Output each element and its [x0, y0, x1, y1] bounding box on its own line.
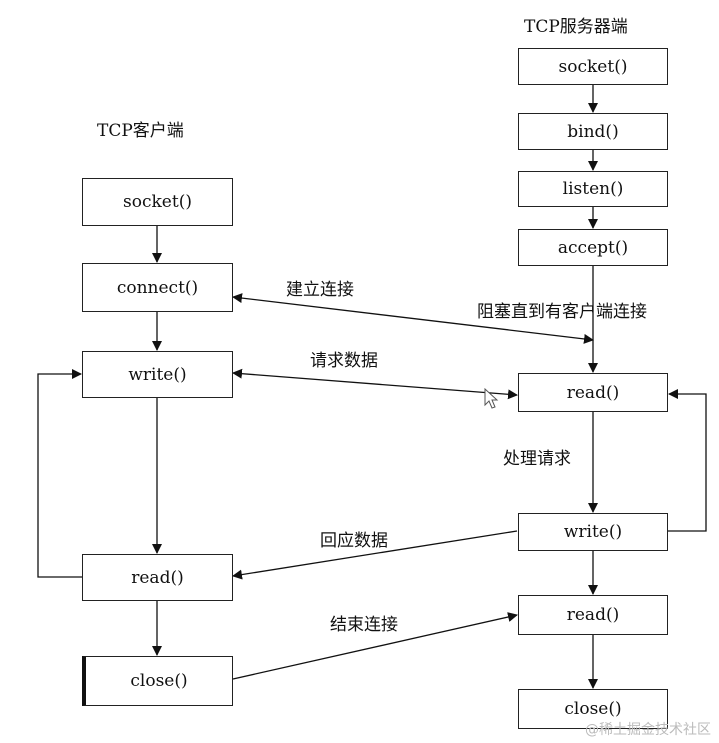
arrow-end-connection	[232, 612, 518, 680]
arrow-client-loop	[37, 369, 82, 578]
label-response-data: 回应数据	[320, 531, 388, 551]
label-end-connection: 结束连接	[330, 615, 398, 635]
server-socket-box: socket()	[518, 48, 668, 85]
client-read-box: read()	[82, 554, 233, 601]
label-request-data: 请求数据	[310, 351, 378, 371]
server-write-box: write()	[518, 513, 668, 551]
label-process-request: 处理请求	[503, 449, 571, 469]
server-read2-box: read()	[518, 595, 668, 635]
server-accept-box: accept()	[518, 229, 668, 266]
label-establish-connection: 建立连接	[286, 280, 354, 300]
server-close-box: close()	[518, 689, 668, 729]
arrow-server-loop	[667, 389, 707, 532]
client-write-box: write()	[82, 351, 233, 398]
watermark: @稀土掘金技术社区	[585, 722, 711, 738]
mouse-cursor-icon	[484, 388, 499, 409]
server-read-box: read()	[518, 373, 668, 412]
client-socket-box: socket()	[82, 178, 233, 226]
server-listen-box: listen()	[518, 171, 668, 207]
arrow-response-data	[232, 530, 518, 580]
label-block-until-client: 阻塞直到有客户端连接	[477, 302, 647, 322]
client-connect-box: connect()	[82, 263, 233, 312]
server-title: TCP服务器端	[524, 17, 628, 37]
arrow-request-data	[232, 368, 518, 400]
client-title: TCP客户端	[97, 121, 184, 141]
client-close-box: close()	[82, 656, 233, 706]
server-bind-box: bind()	[518, 113, 668, 150]
arrow-establish-connection	[232, 293, 594, 344]
